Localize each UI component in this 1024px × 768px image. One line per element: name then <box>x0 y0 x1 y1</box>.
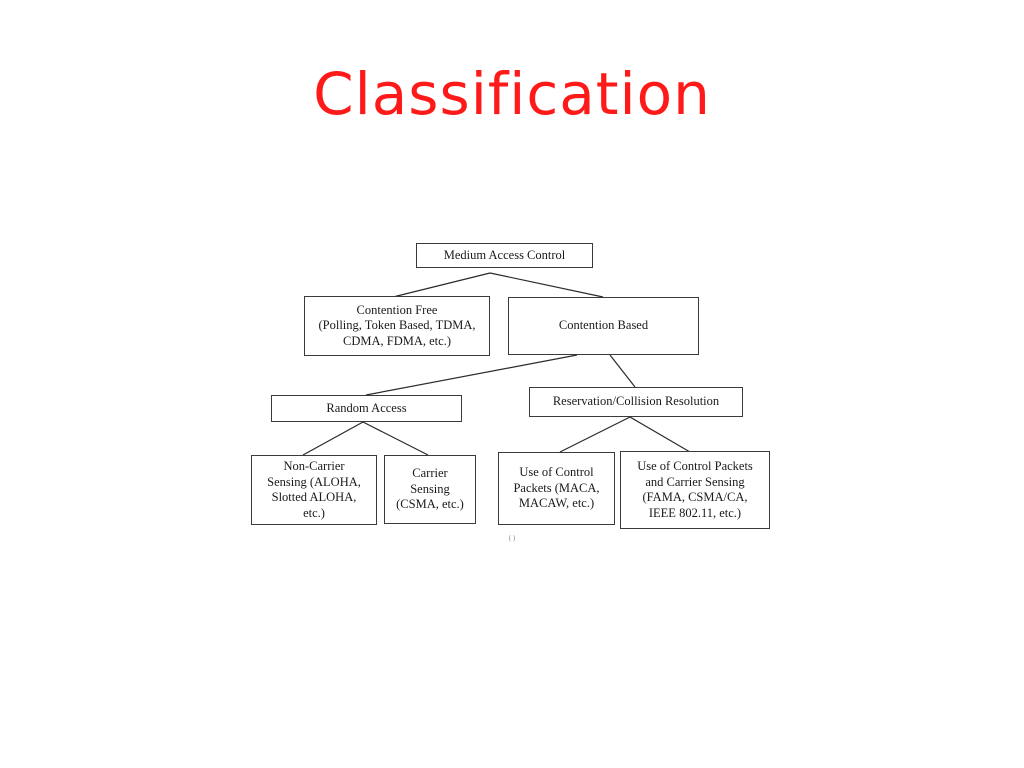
slide-title: Classification <box>313 60 711 128</box>
node-random-access: Random Access <box>271 395 462 422</box>
node-non-carrier-sensing: Non-Carrier Sensing (ALOHA, Slotted ALOH… <box>251 455 377 525</box>
edge-random-access-non-carrier <box>302 421 364 456</box>
edge-contention-based-reservation <box>609 354 636 388</box>
figure-caption: ( ) <box>508 534 516 542</box>
node-contention-free: Contention Free (Polling, Token Based, T… <box>304 296 490 356</box>
node-medium-access-control: Medium Access Control <box>416 243 593 268</box>
node-reservation-collision-resolution: Reservation/Collision Resolution <box>529 387 743 417</box>
edge-reservation-control-carrier <box>629 416 691 453</box>
node-contention-based: Contention Based <box>508 297 699 355</box>
node-control-packets: Use of Control Packets (MACA, MACAW, etc… <box>498 452 615 525</box>
node-carrier-sensing: Carrier Sensing (CSMA, etc.) <box>384 455 476 524</box>
edge-random-access-carrier <box>362 421 429 456</box>
edge-mac-contention-based <box>489 272 604 298</box>
edge-mac-contention-free <box>392 272 491 298</box>
node-control-packets-carrier-sensing: Use of Control Packets and Carrier Sensi… <box>620 451 770 529</box>
edge-reservation-control-packets <box>559 416 631 453</box>
